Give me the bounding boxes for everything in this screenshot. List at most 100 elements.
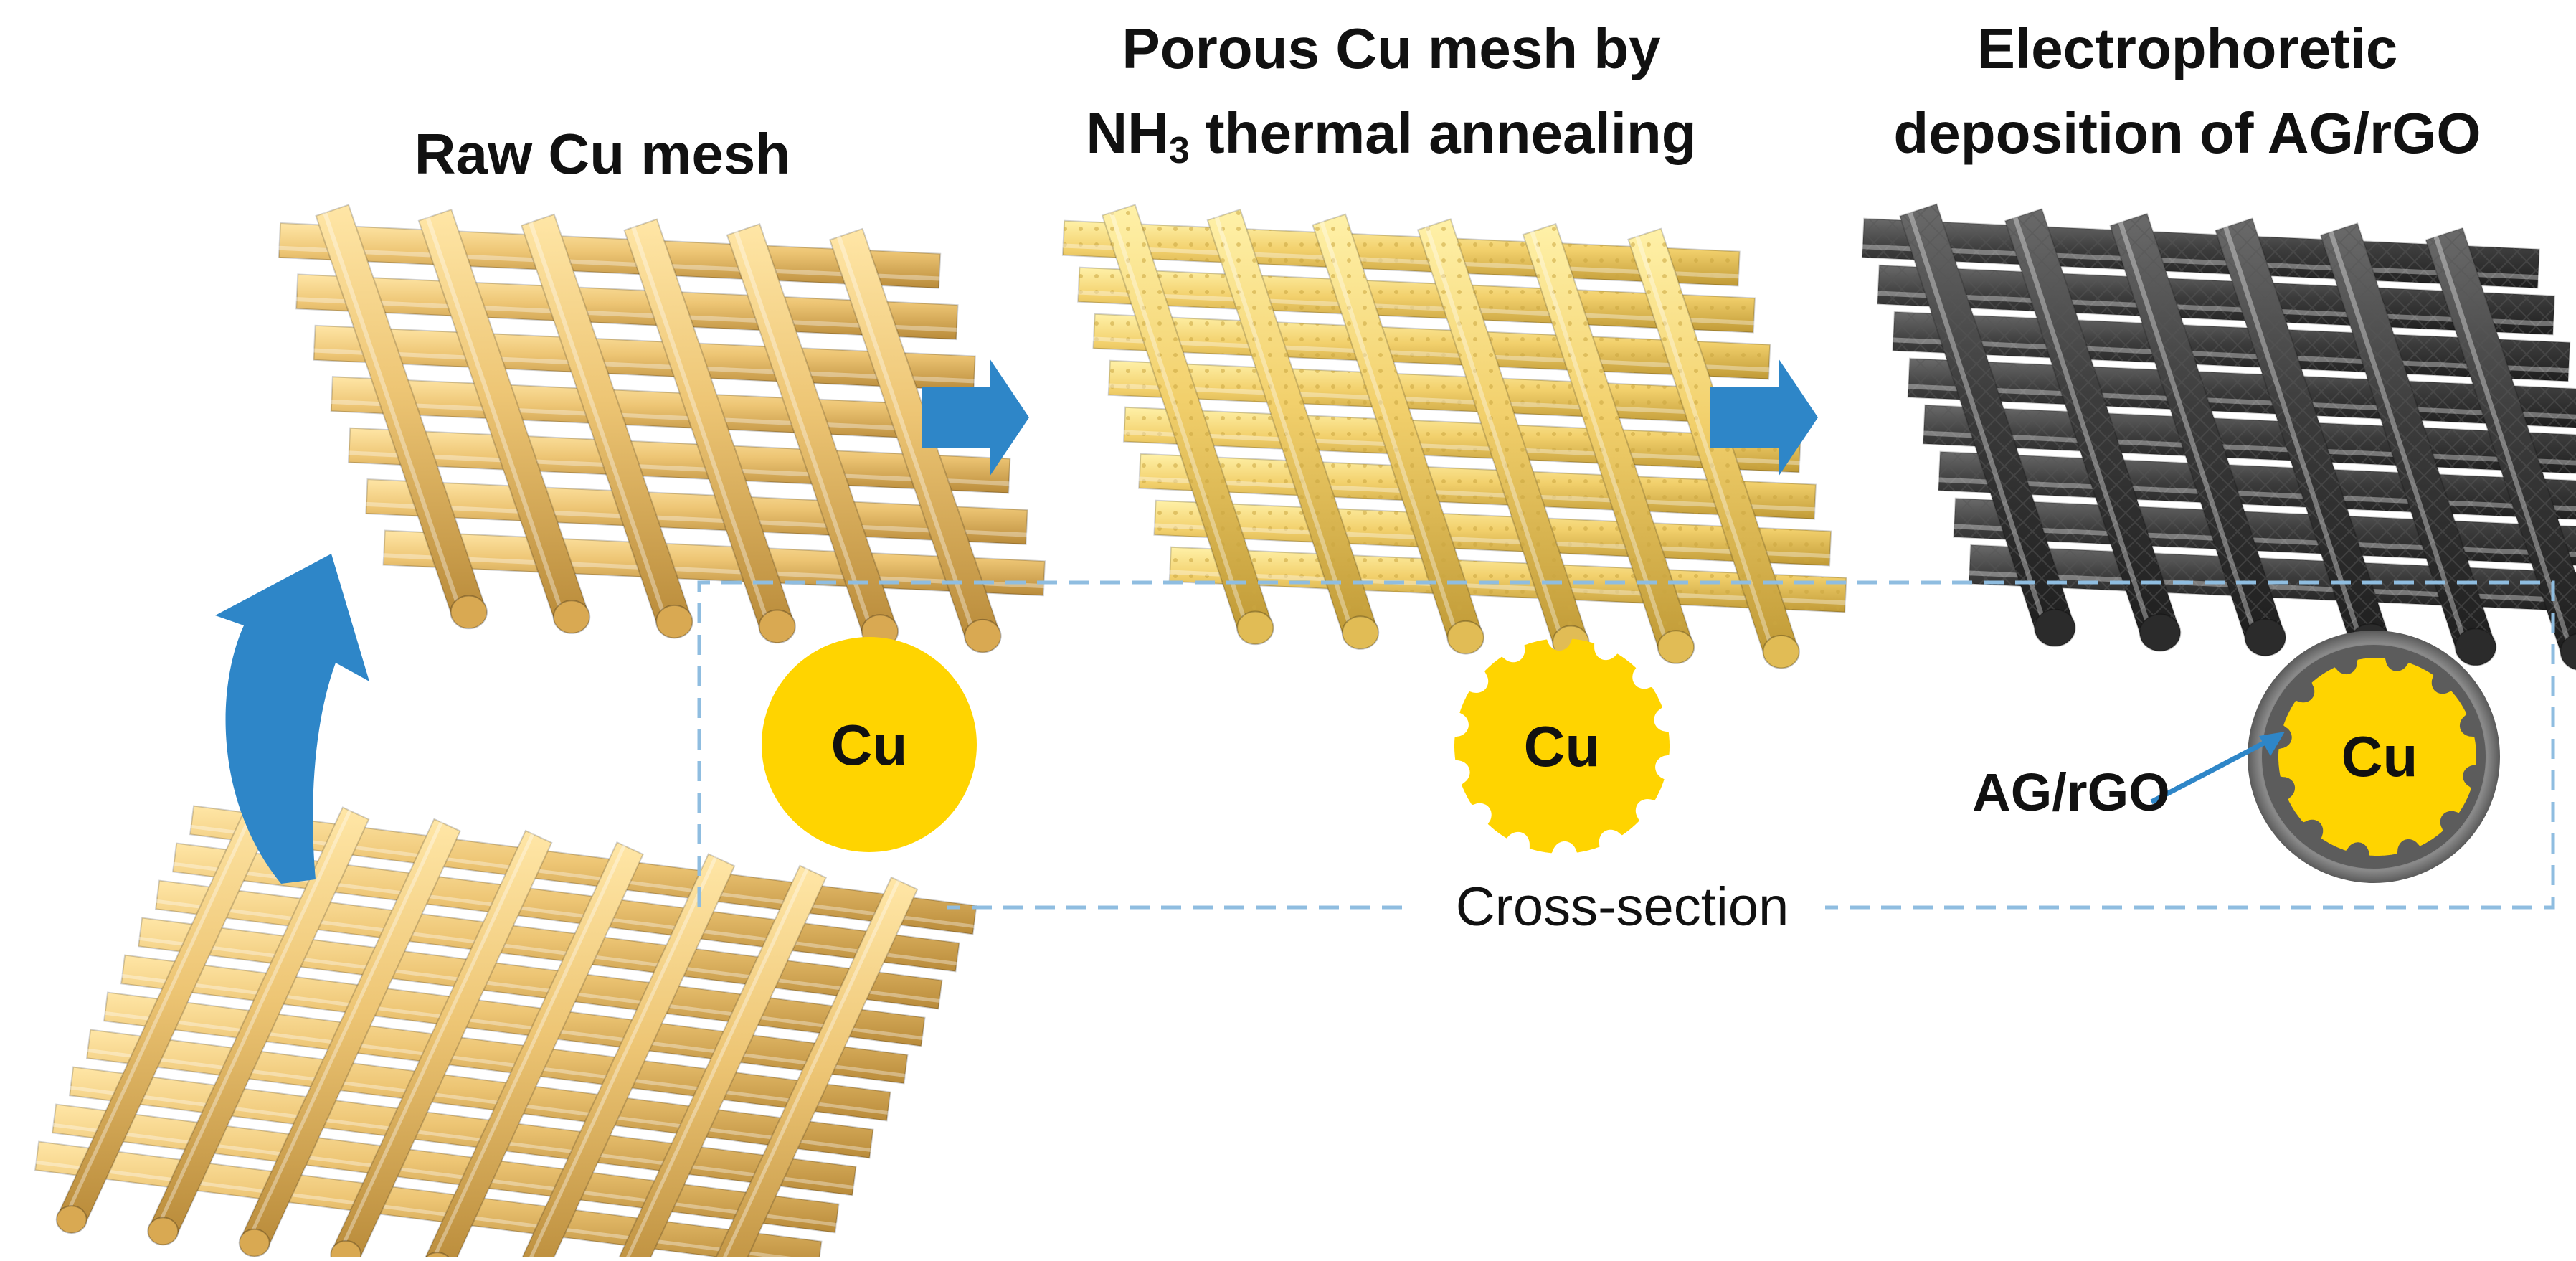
mesh-wire-highlight (247, 820, 443, 1242)
step2-title: Porous Cu mesh by NH3 thermal annealing (1040, 16, 1743, 171)
mesh-wire-texture (1102, 204, 1272, 633)
mesh-wire-end (147, 1217, 179, 1246)
mesh-wire-highlight (1890, 337, 2571, 374)
mesh-wire-end (1236, 610, 1274, 646)
mesh-wire-end (2454, 628, 2497, 666)
mesh-wire-highlight (155, 808, 352, 1231)
mesh-wire-highlight (425, 215, 567, 622)
mesh-wire-highlight (1908, 210, 2050, 633)
mesh-wire-highlight (836, 235, 978, 641)
mesh-wire-highlight (294, 297, 959, 332)
mesh-wire-end (2033, 608, 2076, 647)
mesh-wire-end (238, 1228, 270, 1257)
mesh-wire-end (2139, 613, 2182, 652)
mesh-wire-end (1657, 630, 1695, 664)
mesh-wire-highlight (312, 348, 977, 384)
mesh-wire-highlight (1635, 234, 1776, 657)
mesh-wire (616, 864, 828, 1261)
mesh-wire-end (330, 1239, 362, 1261)
mesh-wire-highlight (1061, 243, 1741, 279)
mesh-wire-highlight (382, 553, 1046, 589)
mesh-wire-highlight (2433, 234, 2575, 657)
mesh-wire-highlight (51, 1123, 838, 1227)
cross-section-porous: Cu (1454, 638, 1670, 854)
step3-title-line1: Electrophoretic (1976, 16, 2398, 80)
mesh-wire-highlight (323, 210, 464, 617)
mesh-wire-highlight (64, 797, 260, 1219)
mesh-wire-end (1446, 620, 1484, 655)
mesh-wire-highlight (338, 832, 535, 1254)
mesh-wire-texture (2425, 227, 2576, 658)
mesh-wire-highlight (2012, 215, 2154, 638)
step2-title-line1: Porous Cu mesh by (1122, 16, 1661, 80)
step3-title-line2: deposition of AG/rGO (1893, 101, 2481, 165)
mesh-wire-highlight (1107, 383, 1786, 419)
cu-core-label-3: Cu (2341, 724, 2418, 788)
mesh-wire-texture (2215, 218, 2389, 648)
mesh-wire-highlight (1951, 524, 2576, 557)
mesh-wire-texture (2004, 209, 2179, 639)
mesh-wire-highlight (1168, 570, 1847, 605)
mesh-wire-highlight (1076, 290, 1756, 326)
mesh-wire-highlight (189, 824, 976, 928)
mesh-wire-end (450, 595, 488, 630)
porous-cu-mesh (1061, 204, 1847, 669)
mesh-wire-highlight (1122, 430, 1802, 466)
mesh-wire-highlight (1936, 477, 2576, 511)
mesh-wire-highlight (120, 973, 907, 1077)
mesh-wire-end (2244, 618, 2287, 657)
mesh-wire-highlight (1424, 225, 1566, 647)
mesh-wire (423, 841, 645, 1261)
raw-cu-mesh-enlarged (34, 795, 977, 1261)
mesh-wire-texture (1900, 204, 2073, 634)
mesh-wire-highlight (1092, 336, 1771, 372)
mesh-wire-highlight (1137, 476, 1817, 512)
mesh-wire-highlight (1905, 384, 2576, 420)
step1-title: Raw Cu mesh (414, 122, 791, 186)
mesh-wire (519, 853, 736, 1261)
mesh-wire-end (552, 600, 591, 634)
mesh-wire-highlight (1109, 210, 1251, 633)
mesh-wire (713, 876, 919, 1261)
mesh-wire-highlight (329, 399, 994, 435)
mesh-wire-end (2560, 633, 2576, 671)
mesh-wire-highlight (1530, 229, 1671, 652)
mesh-wire-highlight (2328, 230, 2470, 653)
mesh-wire-end (1762, 634, 1800, 669)
process-arrow-2 (1710, 359, 1818, 476)
mesh-wire-highlight (34, 1160, 820, 1261)
mesh-wire-texture (1207, 209, 1377, 638)
cross-section-raw: Cu (762, 637, 977, 852)
curved-zoom-arrow (215, 554, 369, 884)
mesh-wire-highlight (734, 230, 875, 636)
mesh-wire-highlight (85, 1048, 873, 1152)
mesh-wire-highlight (631, 225, 772, 631)
mesh-wire-highlight (721, 879, 901, 1261)
mesh-wire-highlight (2118, 219, 2260, 643)
cross-section-coated: Cu AG/rGO (1972, 630, 2500, 883)
mesh-wire-highlight (277, 245, 942, 281)
mesh-wire-highlight (103, 1011, 890, 1115)
mesh-wire-end (55, 1205, 87, 1234)
mesh-wire-highlight (1921, 430, 2576, 466)
mesh-wire-end (964, 618, 1002, 653)
mesh-wire-highlight (430, 844, 626, 1261)
coating-pointer-head (2259, 732, 2285, 756)
cu-core-label-2: Cu (1524, 714, 1601, 778)
mesh-wire-highlight (624, 866, 809, 1261)
step2-title-line2: NH3 thermal annealing (1086, 101, 1697, 171)
coating-pointer (2150, 735, 2276, 805)
mesh-wire-end (758, 609, 796, 644)
mesh-wire-highlight (1875, 291, 2556, 327)
mesh-wire-texture (1523, 224, 1692, 653)
mesh-wire-highlight (364, 501, 1029, 537)
mesh-wire-highlight (154, 899, 942, 1003)
mesh-wire-end (655, 604, 693, 639)
cross-section-box (697, 580, 2555, 910)
mesh-wire-texture (1418, 219, 1588, 648)
coating-label: AG/rGO (1972, 762, 2169, 822)
mesh-wire-highlight (1152, 523, 1832, 559)
mesh-wire-highlight (1320, 219, 1461, 643)
